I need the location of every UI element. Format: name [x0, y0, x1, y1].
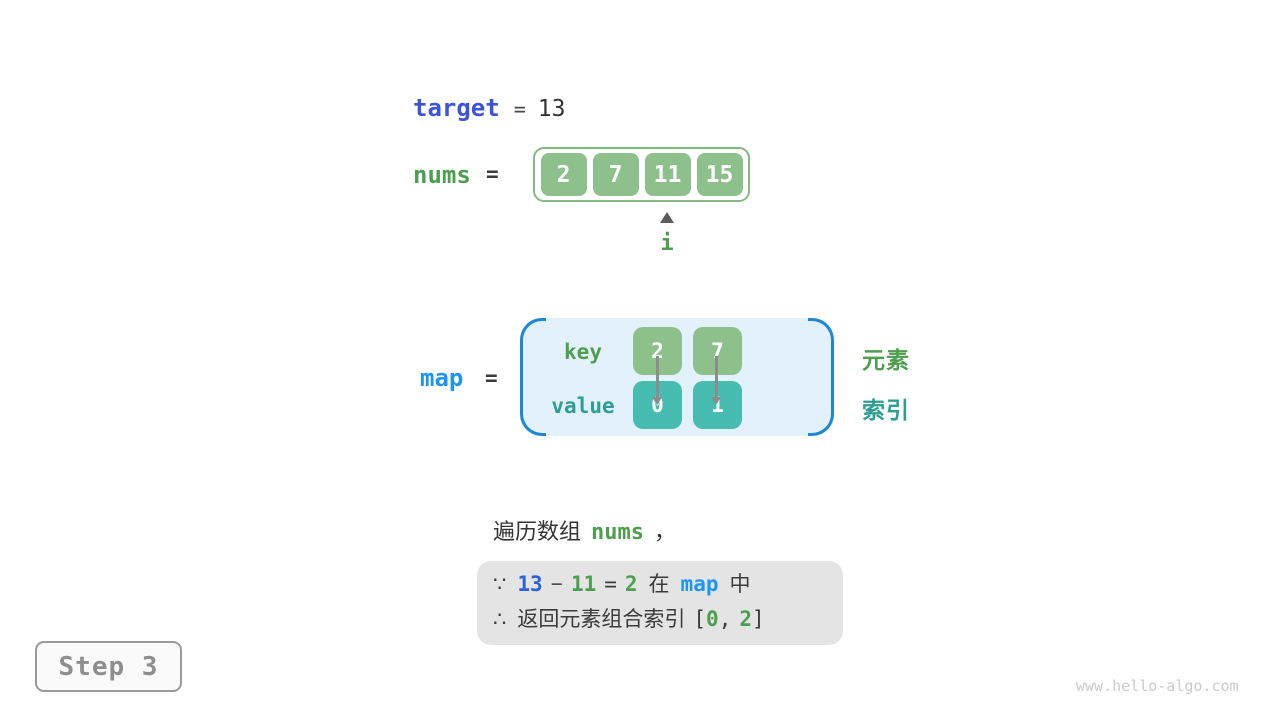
conclusion-text: 返回元素组合索引 — [517, 608, 686, 631]
difference: 2 — [624, 572, 638, 596]
nums-array: 2 7 11 15 — [533, 147, 750, 202]
target-equals: = — [513, 97, 526, 121]
caption-prefix: 遍历数组 — [493, 519, 582, 544]
step-label: Step 3 — [58, 651, 159, 682]
middle-word: 中 — [729, 573, 751, 596]
key-to-value-arrow-icon — [652, 356, 662, 405]
map-container: key value 2 7 0 1 — [520, 318, 834, 436]
array-cell: 15 — [696, 153, 743, 196]
map-label: map — [420, 364, 464, 392]
because-symbol: ∵ — [493, 573, 507, 596]
map-key-row-label: key — [564, 340, 602, 364]
pointer-arrow-up-icon — [660, 212, 674, 223]
map-value-row-label: value — [551, 394, 615, 418]
pointer-label: i — [660, 231, 674, 256]
step-badge: Step 3 — [35, 641, 182, 692]
target-line: target = 13 — [413, 94, 565, 122]
therefore-symbol: ∴ — [493, 608, 507, 631]
conclusion-line-2: ∴ 返回元素组合索引 [ 0 , 2 ] — [493, 602, 843, 637]
result-index-b: 2 — [739, 607, 752, 631]
map-element-side-label: 元素 — [862, 347, 910, 373]
conclusion-line-1: ∵ 13 − 11 = 2 在 map 中 — [493, 567, 843, 602]
comma: , — [718, 607, 732, 631]
nums-equals: = — [486, 162, 499, 186]
map-equals: = — [485, 366, 498, 390]
minus-sign: − — [550, 573, 563, 596]
array-cell: 11 — [644, 153, 691, 196]
map-bracket-left-icon — [520, 318, 546, 436]
nums-label: nums — [413, 161, 471, 189]
in-word: 在 — [648, 573, 670, 596]
conclusion-box: ∵ 13 − 11 = 2 在 map 中 ∴ 返回元素组合索引 [ 0 , 2… — [477, 561, 843, 645]
bracket-open: [ — [693, 607, 707, 631]
key-to-value-arrow-icon — [711, 356, 721, 405]
caption-nums-ref: nums — [591, 520, 644, 545]
target-value: 13 — [537, 96, 566, 122]
caption-suffix: ， — [654, 519, 677, 544]
minuend: 13 — [517, 572, 543, 596]
result-index-a: 0 — [706, 607, 719, 631]
equals-sign: = — [604, 572, 617, 596]
subtrahend: 11 — [570, 572, 597, 596]
map-index-side-label: 索引 — [862, 397, 910, 423]
map-bracket-right-icon — [808, 318, 834, 436]
target-keyword: target — [413, 94, 500, 122]
watermark: www.hello-algo.com — [1076, 677, 1239, 695]
array-cell: 2 — [540, 153, 587, 196]
array-cell: 7 — [592, 153, 639, 196]
bracket-close: ] — [752, 607, 765, 631]
map-reference: map — [680, 572, 719, 596]
caption-line: 遍历数组 nums ， — [493, 514, 676, 546]
